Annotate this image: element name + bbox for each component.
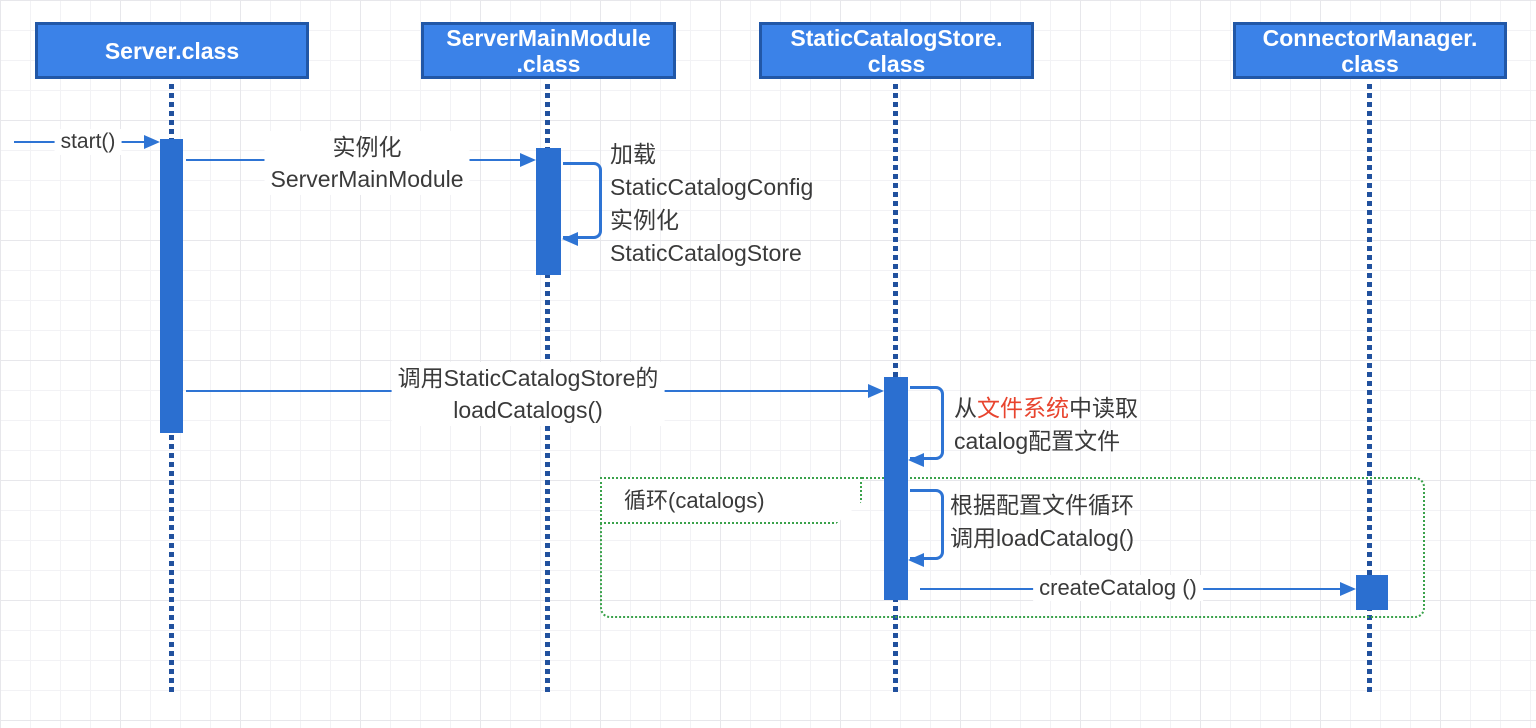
activation-server[interactable] [160,139,183,433]
activation-servermainmodule[interactable] [536,148,561,275]
class-box-connectormanager-label-1: ConnectorManager. [1262,24,1478,51]
activation-connectormanager[interactable] [1356,575,1388,610]
arrowhead-createcatalog [1340,582,1356,596]
note-readconfig-prefix: 从 [954,395,977,421]
class-box-servermainmodule-label-1: ServerMainModule [446,24,651,51]
message-label-loadcatalogs-line2: loadCatalogs() [453,397,603,423]
note-readconfig-line1: 从文件系统中读取 [954,392,1138,425]
self-message-bracket-loadcatalog [910,489,944,560]
class-box-server-label: Server.class [104,37,240,64]
class-box-servermainmodule-label-2: .class [516,50,581,77]
message-label-createcatalog: createCatalog () [1033,575,1203,601]
class-box-servermainmodule[interactable]: ServerMainModule .class [421,22,676,79]
loop-fragment[interactable] [600,477,1425,618]
note-smm-line4: StaticCatalogStore [610,240,802,266]
note-smm-line1: 加载 [610,141,656,167]
note-readconfig-highlight: 文件系统 [977,395,1069,421]
class-box-staticcatalogstore-label-1: StaticCatalogStore. [790,24,1003,51]
message-label-instantiate-line2: ServerMainModule [270,166,464,192]
arrowhead-self-loadcatalog [908,553,924,567]
class-box-connectormanager-label-2: class [1341,50,1399,77]
lifeline-connectormanager [1367,84,1372,695]
note-readconfig-line2: catalog配置文件 [954,428,1121,454]
note-smm-line3: 实例化 [610,207,679,233]
message-label-loadcatalogs: 调用StaticCatalogStore的 loadCatalogs() [391,362,665,426]
note-readconfig-suffix: 中读取 [1069,395,1138,421]
loop-fragment-label: 循环(catalogs) [600,477,862,524]
activation-staticcatalogstore[interactable] [884,377,908,600]
note-servermainmodule-self: 加载 StaticCatalogConfig 实例化 StaticCatalog… [610,138,813,270]
self-message-bracket-servermainmodule [563,162,602,239]
arrowhead-self-readconfig [908,453,924,467]
note-loadcatalog-loop: 根据配置文件循环 调用loadCatalog() [950,489,1134,555]
note-readconfig: 从文件系统中读取 catalog配置文件 [954,392,1138,458]
arrowhead-start [144,135,160,149]
class-box-server[interactable]: Server.class [35,22,309,79]
message-label-instantiate-line1: 实例化 [332,134,402,160]
arrowhead-self-servermainmodule [562,232,578,246]
arrowhead-loadcatalogs [868,384,884,398]
class-box-connectormanager[interactable]: ConnectorManager. class [1233,22,1507,79]
class-box-staticcatalogstore[interactable]: StaticCatalogStore. class [759,22,1034,79]
arrowhead-instantiate [520,153,536,167]
self-message-bracket-readconfig [910,386,944,460]
note-loadcatalog-line1: 根据配置文件循环 [950,492,1134,518]
message-label-loadcatalogs-line1: 调用StaticCatalogStore的 [397,365,659,391]
message-label-instantiate: 实例化 ServerMainModule [264,131,470,195]
message-label-start: start() [54,129,122,155]
class-box-staticcatalogstore-label-2: class [867,50,926,77]
note-smm-line2: StaticCatalogConfig [610,174,814,200]
note-loadcatalog-line2: 调用loadCatalog() [950,525,1135,551]
